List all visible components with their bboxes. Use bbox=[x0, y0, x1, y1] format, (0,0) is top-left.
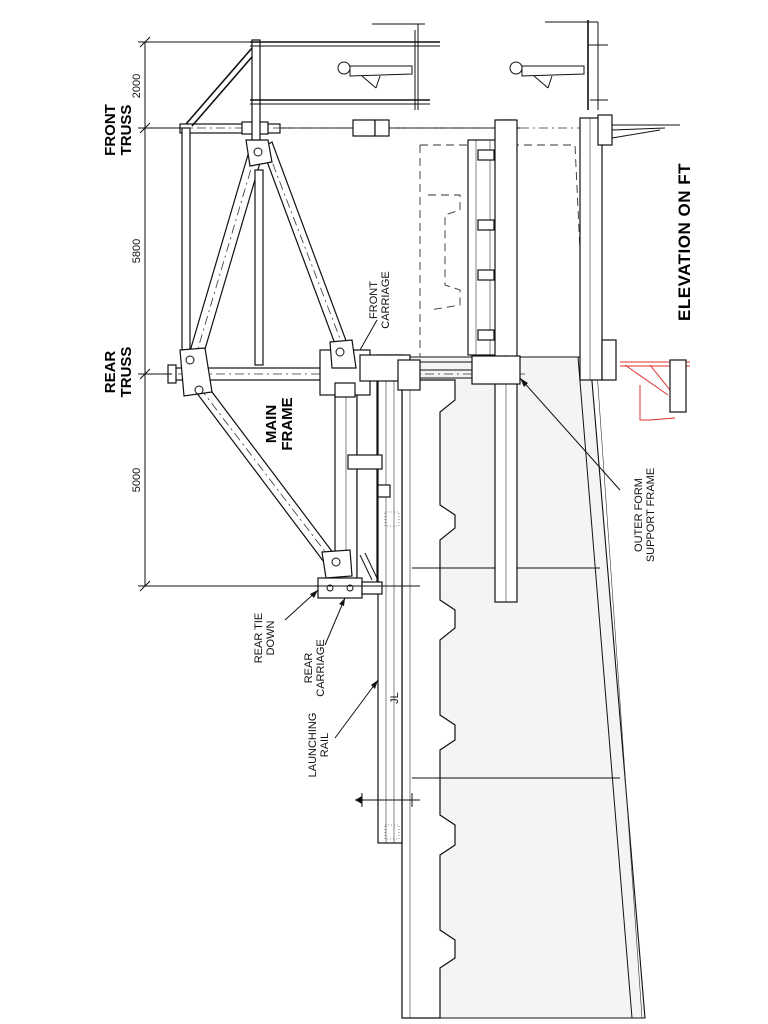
svg-text:FRONT: FRONT bbox=[102, 104, 119, 156]
hanger-detail-red bbox=[620, 359, 690, 421]
svg-text:ELEVATION ON FT: ELEVATION ON FT bbox=[675, 163, 694, 321]
svg-text:DOWN: DOWN bbox=[265, 621, 277, 656]
drawing-title: ELEVATION ON FT bbox=[675, 163, 694, 321]
label-launching-rail: LAUNCHING RAIL bbox=[307, 713, 331, 778]
label-rear-tie-down: REAR TIE DOWN bbox=[253, 613, 277, 664]
leader-lines bbox=[284, 319, 621, 739]
svg-text:REAR: REAR bbox=[102, 351, 119, 394]
worker-figure-1 bbox=[337, 61, 413, 89]
svg-text:LAUNCHING: LAUNCHING bbox=[307, 713, 319, 778]
label-rear-carriage: REAR CARRIAGE bbox=[303, 639, 327, 696]
main-frame bbox=[334, 359, 391, 593]
svg-text:FRAME: FRAME bbox=[279, 397, 296, 450]
svg-text:FRONT: FRONT bbox=[368, 281, 380, 319]
svg-text:CARRIAGE: CARRIAGE bbox=[380, 271, 392, 328]
svg-text:5000: 5000 bbox=[131, 468, 143, 492]
svg-text:RAIL: RAIL bbox=[319, 733, 331, 757]
label-main-frame: MAIN FRAME bbox=[263, 397, 296, 450]
dimension-label-5000: 5000 bbox=[131, 468, 143, 492]
dimension-label-2000: 2000 bbox=[131, 74, 143, 98]
concrete-deck-segment bbox=[401, 356, 646, 1019]
diagonal-truss-members bbox=[179, 39, 357, 579]
worker-figure-2 bbox=[509, 61, 585, 89]
svg-text:CARRIAGE: CARRIAGE bbox=[315, 639, 327, 696]
side-formwork bbox=[579, 114, 680, 381]
dimension-label-5800: 5800 bbox=[131, 239, 143, 263]
label-front-carriage: FRONT CARRIAGE bbox=[368, 271, 392, 328]
outer-form-support-frame bbox=[420, 119, 521, 603]
svg-text:REAR TIE: REAR TIE bbox=[253, 613, 265, 664]
svg-text:REAR: REAR bbox=[303, 653, 315, 684]
svg-text:JL: JL bbox=[389, 692, 401, 704]
label-outer-form-support-frame: OUTER FORM SUPPORT FRAME bbox=[633, 468, 657, 562]
svg-text:5800: 5800 bbox=[131, 239, 143, 263]
rear-carriage bbox=[300, 552, 420, 599]
top-working-platform bbox=[250, 20, 608, 110]
svg-text:TRUSS: TRUSS bbox=[118, 347, 135, 398]
svg-text:OUTER FORM: OUTER FORM bbox=[633, 478, 645, 552]
svg-text:SUPPORT FRAME: SUPPORT FRAME bbox=[645, 468, 657, 562]
next-segment-outline bbox=[419, 144, 586, 358]
dimension-chain bbox=[138, 36, 320, 592]
centerline-mark: JL bbox=[389, 692, 401, 704]
svg-text:MAIN: MAIN bbox=[263, 405, 280, 443]
svg-text:TRUSS: TRUSS bbox=[118, 105, 135, 156]
label-front-truss: FRONT TRUSS bbox=[102, 104, 135, 156]
svg-text:2000: 2000 bbox=[131, 74, 143, 98]
label-rear-truss: REAR TRUSS bbox=[102, 347, 135, 398]
